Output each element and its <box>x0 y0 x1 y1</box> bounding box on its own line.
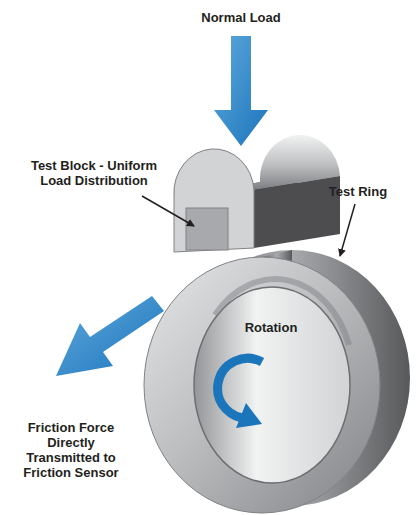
friction-force-arrow <box>56 296 164 376</box>
part-label: Test Ring <box>318 184 398 199</box>
ring-front-face <box>144 257 380 513</box>
rotation-arrowhead <box>236 403 262 428</box>
force-label: Friction Force Directly Transmitted to F… <box>12 420 130 480</box>
leader-line <box>142 196 194 226</box>
motion-label: Rotation <box>236 320 306 335</box>
part-label: Test Block - Uniform Load Distribution <box>14 158 174 188</box>
block-side <box>254 176 340 248</box>
block-front-inset <box>186 208 228 250</box>
ring-bore-shade <box>215 279 349 345</box>
load-label: Normal Load <box>186 10 296 25</box>
block-front-face <box>174 149 254 252</box>
normal-load-arrow <box>214 36 268 146</box>
leader-line <box>340 204 355 256</box>
rotation-arrow <box>218 358 262 418</box>
